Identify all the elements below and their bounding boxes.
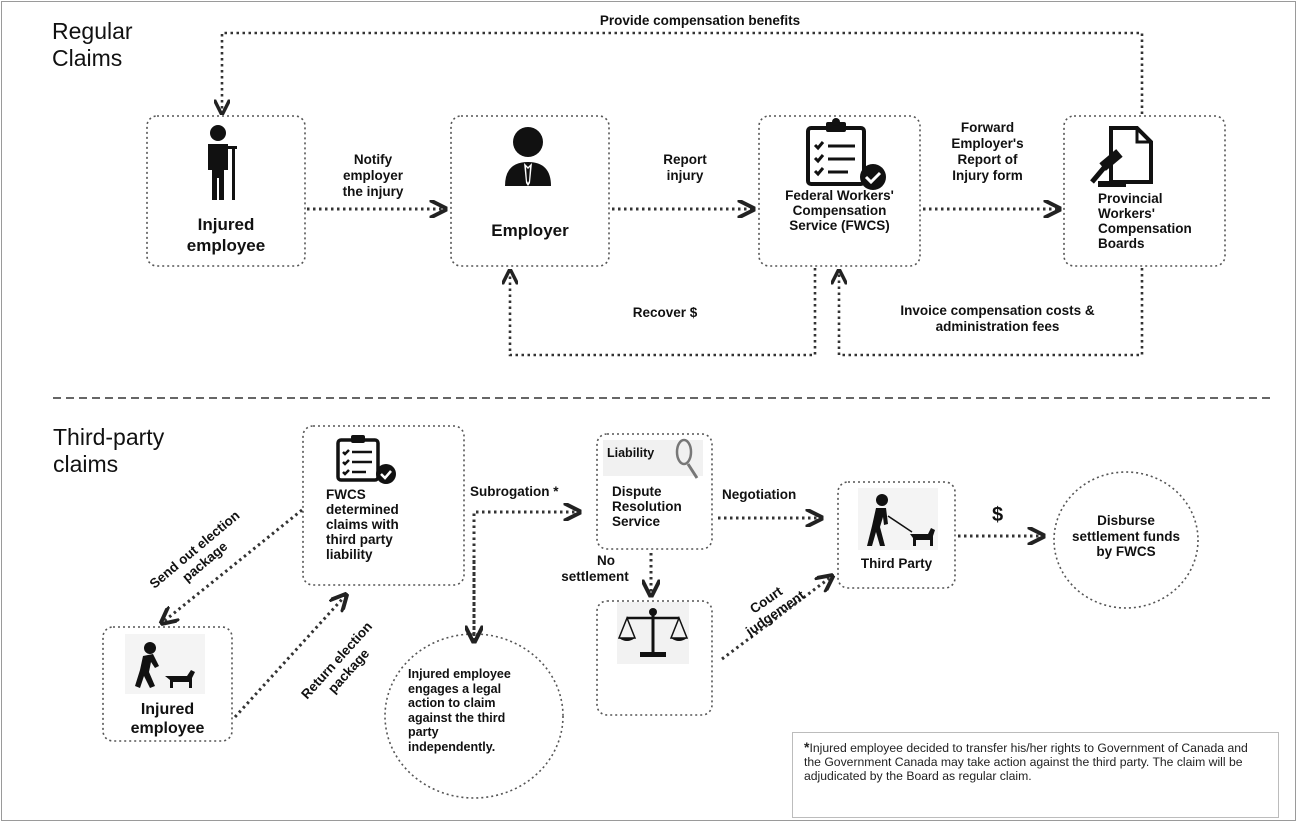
gavel-document-icon — [1090, 126, 1153, 187]
provide-benefits-label: Provide compensation benefits — [599, 13, 801, 28]
injured-employee-line2: employee — [186, 236, 266, 255]
injured-employee-line1: Injured — [197, 215, 255, 234]
footnote-asterisk: * — [804, 739, 810, 755]
no-settlement-line2: settlement — [561, 569, 629, 584]
forward-line2: Employer's — [951, 136, 1024, 151]
injured-tp-label: Injured employee — [103, 700, 232, 738]
fwcs-line2: Compensation — [792, 203, 887, 218]
forward-label: Forward Employer's Report of Injury form — [930, 120, 1045, 184]
fwcs-tp-line2: determined — [326, 502, 399, 517]
disburse-label: Disburse settlement funds by FWCS — [1064, 513, 1188, 560]
forward-line4: Injury form — [952, 168, 1023, 183]
legal-action-line5: party — [408, 725, 439, 739]
footnote-box: *Injured employee decided to transfer hi… — [792, 732, 1279, 818]
footnote-text: Injured employee decided to transfer his… — [804, 741, 1248, 783]
third-party-title: Third-party claims — [53, 424, 164, 478]
legal-action-line2: engages a legal — [408, 681, 502, 696]
legal-action-line6: independently. — [408, 739, 496, 754]
fwcs-label: Federal Workers' Compensation Service (F… — [759, 188, 920, 233]
invoice-line2: administration fees — [935, 319, 1060, 334]
dispute-label: Dispute Resolution Service — [612, 484, 712, 529]
legal-action-label: Injured employee engages a legal action … — [408, 667, 543, 754]
notify-label: Notify employer the injury — [318, 152, 428, 200]
third-party-label: Third Party — [860, 556, 933, 571]
disburse-line2: settlement funds — [1071, 528, 1180, 544]
legal-action-line1: Injured employee — [408, 667, 511, 681]
notify-line3: the injury — [342, 184, 404, 199]
dispute-line2: Resolution — [612, 499, 682, 514]
fwcs-line1: Federal Workers' — [785, 188, 894, 203]
report-line1: Report — [663, 152, 707, 167]
liability-icon-label: Liability — [607, 446, 655, 460]
subrogation-label: Subrogation * — [470, 484, 559, 499]
report-line2: injury — [666, 168, 704, 183]
third-party-title-line1: Third-party — [53, 424, 165, 450]
negotiation-label: Negotiation — [722, 487, 797, 502]
fwcs-box — [758, 115, 921, 267]
legal-action-ellipse — [384, 633, 564, 799]
regular-claims-title: Regular Claims — [52, 18, 133, 72]
third-party-title-line2: claims — [53, 451, 119, 477]
fwcs-tp-label: FWCS determined claims with third party … — [326, 487, 456, 562]
subrogation-arrow — [472, 512, 578, 636]
provincial-label: Provincial Workers' Compensation Boards — [1098, 191, 1218, 251]
no-settlement-line1: No — [597, 553, 615, 568]
provincial-box — [1063, 115, 1226, 267]
invoice-label: Invoice compensation costs & administrat… — [860, 303, 1135, 335]
no-settlement-label: No settlement — [549, 553, 641, 585]
fwcs-line3: Service (FWCS) — [789, 218, 890, 233]
court-judgement-arrow — [721, 577, 831, 661]
dispute-line3: Service — [612, 514, 661, 529]
walking-dog-icon — [858, 488, 938, 550]
clipboard-checklist-icon — [806, 118, 886, 190]
employer-label: Employer — [491, 221, 569, 240]
fwcs-tp-line5: liability — [326, 547, 373, 562]
third-party-box — [837, 481, 956, 589]
fwcs-tp-line4: third party — [326, 532, 393, 547]
regular-title-line1: Regular — [52, 18, 133, 44]
fwcs-tp-line3: claims with — [326, 517, 399, 532]
injured-tp-box — [102, 626, 233, 742]
invoice-arrow — [839, 268, 1144, 357]
provincial-line2: Workers' — [1098, 206, 1155, 221]
injured-tp-line1: Injured — [140, 701, 195, 718]
person-with-dog-icon — [125, 634, 205, 694]
disburse-line1: Disburse — [1097, 513, 1155, 528]
notify-line1: Notify — [353, 152, 393, 167]
dispute-line1: Dispute — [612, 484, 662, 499]
provincial-line1: Provincial — [1098, 191, 1163, 206]
disburse-line3: by FWCS — [1096, 544, 1156, 559]
regular-title-line2: Claims — [52, 45, 123, 71]
recover-label: Recover $ — [632, 305, 698, 320]
dollar-sign-label: $ — [992, 504, 1004, 526]
injured-person-icon — [208, 125, 237, 200]
magnifying-glass-icon — [603, 438, 703, 479]
notify-line2: employer — [342, 168, 404, 183]
invoice-line1: Invoice compensation costs & — [900, 303, 1095, 318]
employer-icon — [505, 127, 551, 186]
injured-employee-label: Injured employee — [147, 214, 305, 256]
injured-tp-line2: employee — [130, 720, 205, 737]
provincial-line4: Boards — [1098, 236, 1145, 251]
disburse-ellipse — [1053, 471, 1199, 609]
clipboard-checklist-small-icon — [336, 435, 396, 484]
provincial-line3: Compensation — [1098, 221, 1192, 236]
legal-action-line3: action to claim — [408, 696, 496, 710]
forward-line1: Forward — [960, 120, 1015, 135]
provide-benefits-arrow — [222, 31, 1144, 114]
forward-line3: Report of — [957, 152, 1018, 167]
recover-arrow — [510, 268, 817, 357]
scales-of-justice-icon — [617, 602, 689, 664]
legal-action-line4: against the third — [408, 710, 506, 725]
fwcs-tp-line1: FWCS — [326, 487, 366, 502]
fwcs-tp-box — [302, 425, 465, 586]
report-label: Report injury — [640, 152, 730, 184]
